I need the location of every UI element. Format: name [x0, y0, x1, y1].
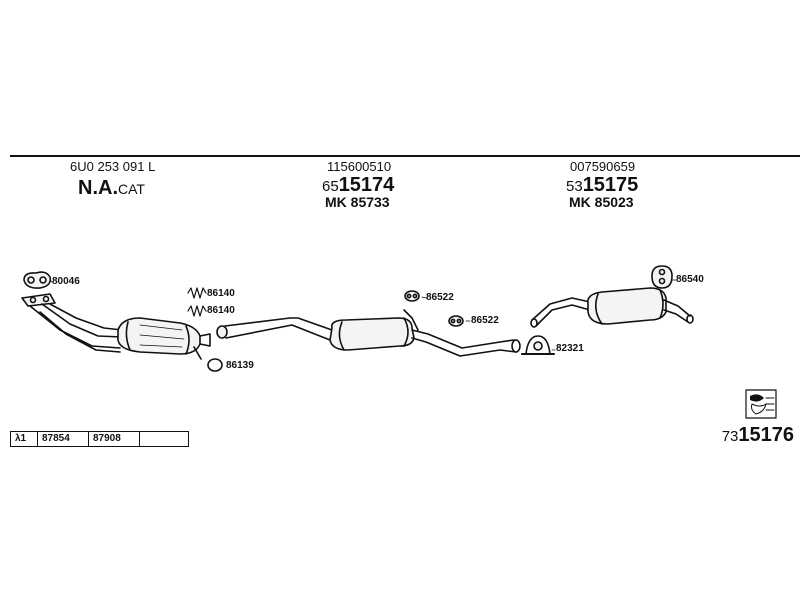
- footer-cell-2: 87908: [89, 432, 140, 446]
- label-86522-a: 86522: [426, 292, 454, 303]
- lambda-sensor-table: λ1 87854 87908: [10, 431, 189, 447]
- col3-code-main: 15175: [582, 174, 639, 196]
- lambda-cell: λ1: [11, 432, 38, 446]
- col1-part-number: 6U0 253 091 L: [70, 159, 156, 174]
- col1-variant: N.A.CAT: [78, 177, 145, 200]
- footer-cell-3: [140, 432, 188, 446]
- col1-variant-bold: N.A.: [78, 177, 118, 199]
- gasket-icon: [23, 271, 52, 289]
- col3-part-number: 007590659: [570, 159, 636, 174]
- label-86540: 86540: [676, 274, 704, 285]
- col2-mk: MK 85733: [325, 194, 390, 210]
- middle-pipe-icon: [216, 309, 521, 357]
- seal-ring-icon: [207, 358, 223, 372]
- label-82321: 82321: [556, 343, 584, 354]
- rubber-hanger-icon: [448, 315, 464, 327]
- kit-code-main: 15176: [738, 424, 794, 446]
- label-86140-a: 86140: [207, 288, 235, 299]
- clamp-icon: [521, 335, 555, 355]
- label-80046: 80046: [52, 276, 80, 287]
- col3-code-prefix: 53: [566, 178, 583, 195]
- col1-variant-rest: CAT: [118, 181, 145, 197]
- label-86139: 86139: [226, 360, 254, 371]
- label-86522-b: 86522: [471, 315, 499, 326]
- kit-code-prefix: 73: [721, 428, 739, 445]
- col2-code-main: 15174: [338, 174, 395, 196]
- kit-code: 7315176: [722, 424, 794, 447]
- certificate-icon: [745, 389, 777, 419]
- col2-part-number: 115600510: [327, 159, 392, 174]
- col3-mk: MK 85023: [569, 194, 634, 210]
- col2-code: 6515174: [322, 174, 394, 197]
- header-rule: [10, 155, 800, 157]
- hanger-ring-icon: [651, 265, 673, 289]
- footer-cell-1: 87854: [38, 432, 89, 446]
- front-pipe-icon: [21, 293, 123, 353]
- rear-silencer-icon: [530, 287, 694, 328]
- catalytic-converter-icon: [117, 317, 211, 360]
- spring-icon: [187, 287, 207, 317]
- rubber-hanger-icon: [404, 290, 420, 302]
- col2-code-prefix: 65: [322, 178, 339, 195]
- col3-code: 5315175: [566, 174, 638, 197]
- label-86140-b: 86140: [207, 305, 235, 316]
